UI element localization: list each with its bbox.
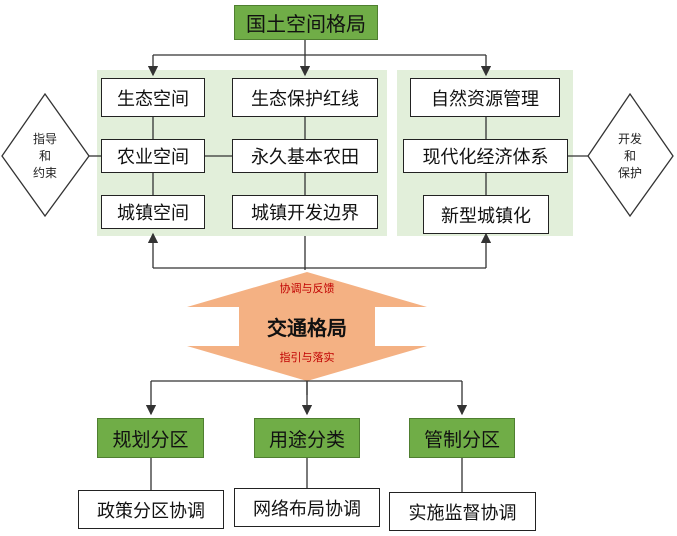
permanent-farmland-box: 永久基本农田 xyxy=(232,139,378,173)
planning-zone-box: 规划分区 xyxy=(97,418,204,458)
left-diamond-label: 指导 和 约束 xyxy=(20,128,70,184)
right-diamond-line1: 开发 xyxy=(617,131,642,146)
right-diamond-line2: 和 xyxy=(623,148,636,163)
top-title-box: 国土空间格局 xyxy=(234,5,378,40)
traffic-pattern-title: 交通格局 xyxy=(267,315,347,340)
policy-zone-coordination-box: 政策分区协调 xyxy=(78,490,224,529)
agricultural-space-box: 农业空间 xyxy=(101,139,205,173)
implementation-supervision-coordination-box: 实施监督协调 xyxy=(389,492,536,531)
ecological-redline-box: 生态保护红线 xyxy=(232,78,378,117)
land-use-class-box: 用途分类 xyxy=(254,418,360,458)
right-diamond-label: 开发 和 保护 xyxy=(605,128,655,184)
left-diamond-line3: 约束 xyxy=(32,165,57,180)
left-diamond-shape xyxy=(1,92,90,218)
feedback-label: 协调与反馈 xyxy=(279,282,335,295)
modern-economy-box: 现代化经济体系 xyxy=(403,139,568,173)
network-layout-coordination-box: 网络布局协调 xyxy=(234,488,380,527)
left-diamond-line1: 指导 xyxy=(32,131,57,146)
control-zone-box: 管制分区 xyxy=(409,418,515,458)
urban-space-box: 城镇空间 xyxy=(101,195,205,229)
urban-boundary-box: 城镇开发边界 xyxy=(232,195,378,229)
double-arrow xyxy=(187,272,427,381)
guidance-label: 指引与落实 xyxy=(279,351,335,364)
left-diamond-line2: 和 xyxy=(38,148,51,163)
new-urbanization-box: 新型城镇化 xyxy=(423,195,549,234)
ecological-space-box: 生态空间 xyxy=(101,78,205,117)
natural-resources-box: 自然资源管理 xyxy=(410,78,560,117)
right-diamond-shape xyxy=(587,92,674,218)
right-diamond-line3: 保护 xyxy=(617,165,642,180)
